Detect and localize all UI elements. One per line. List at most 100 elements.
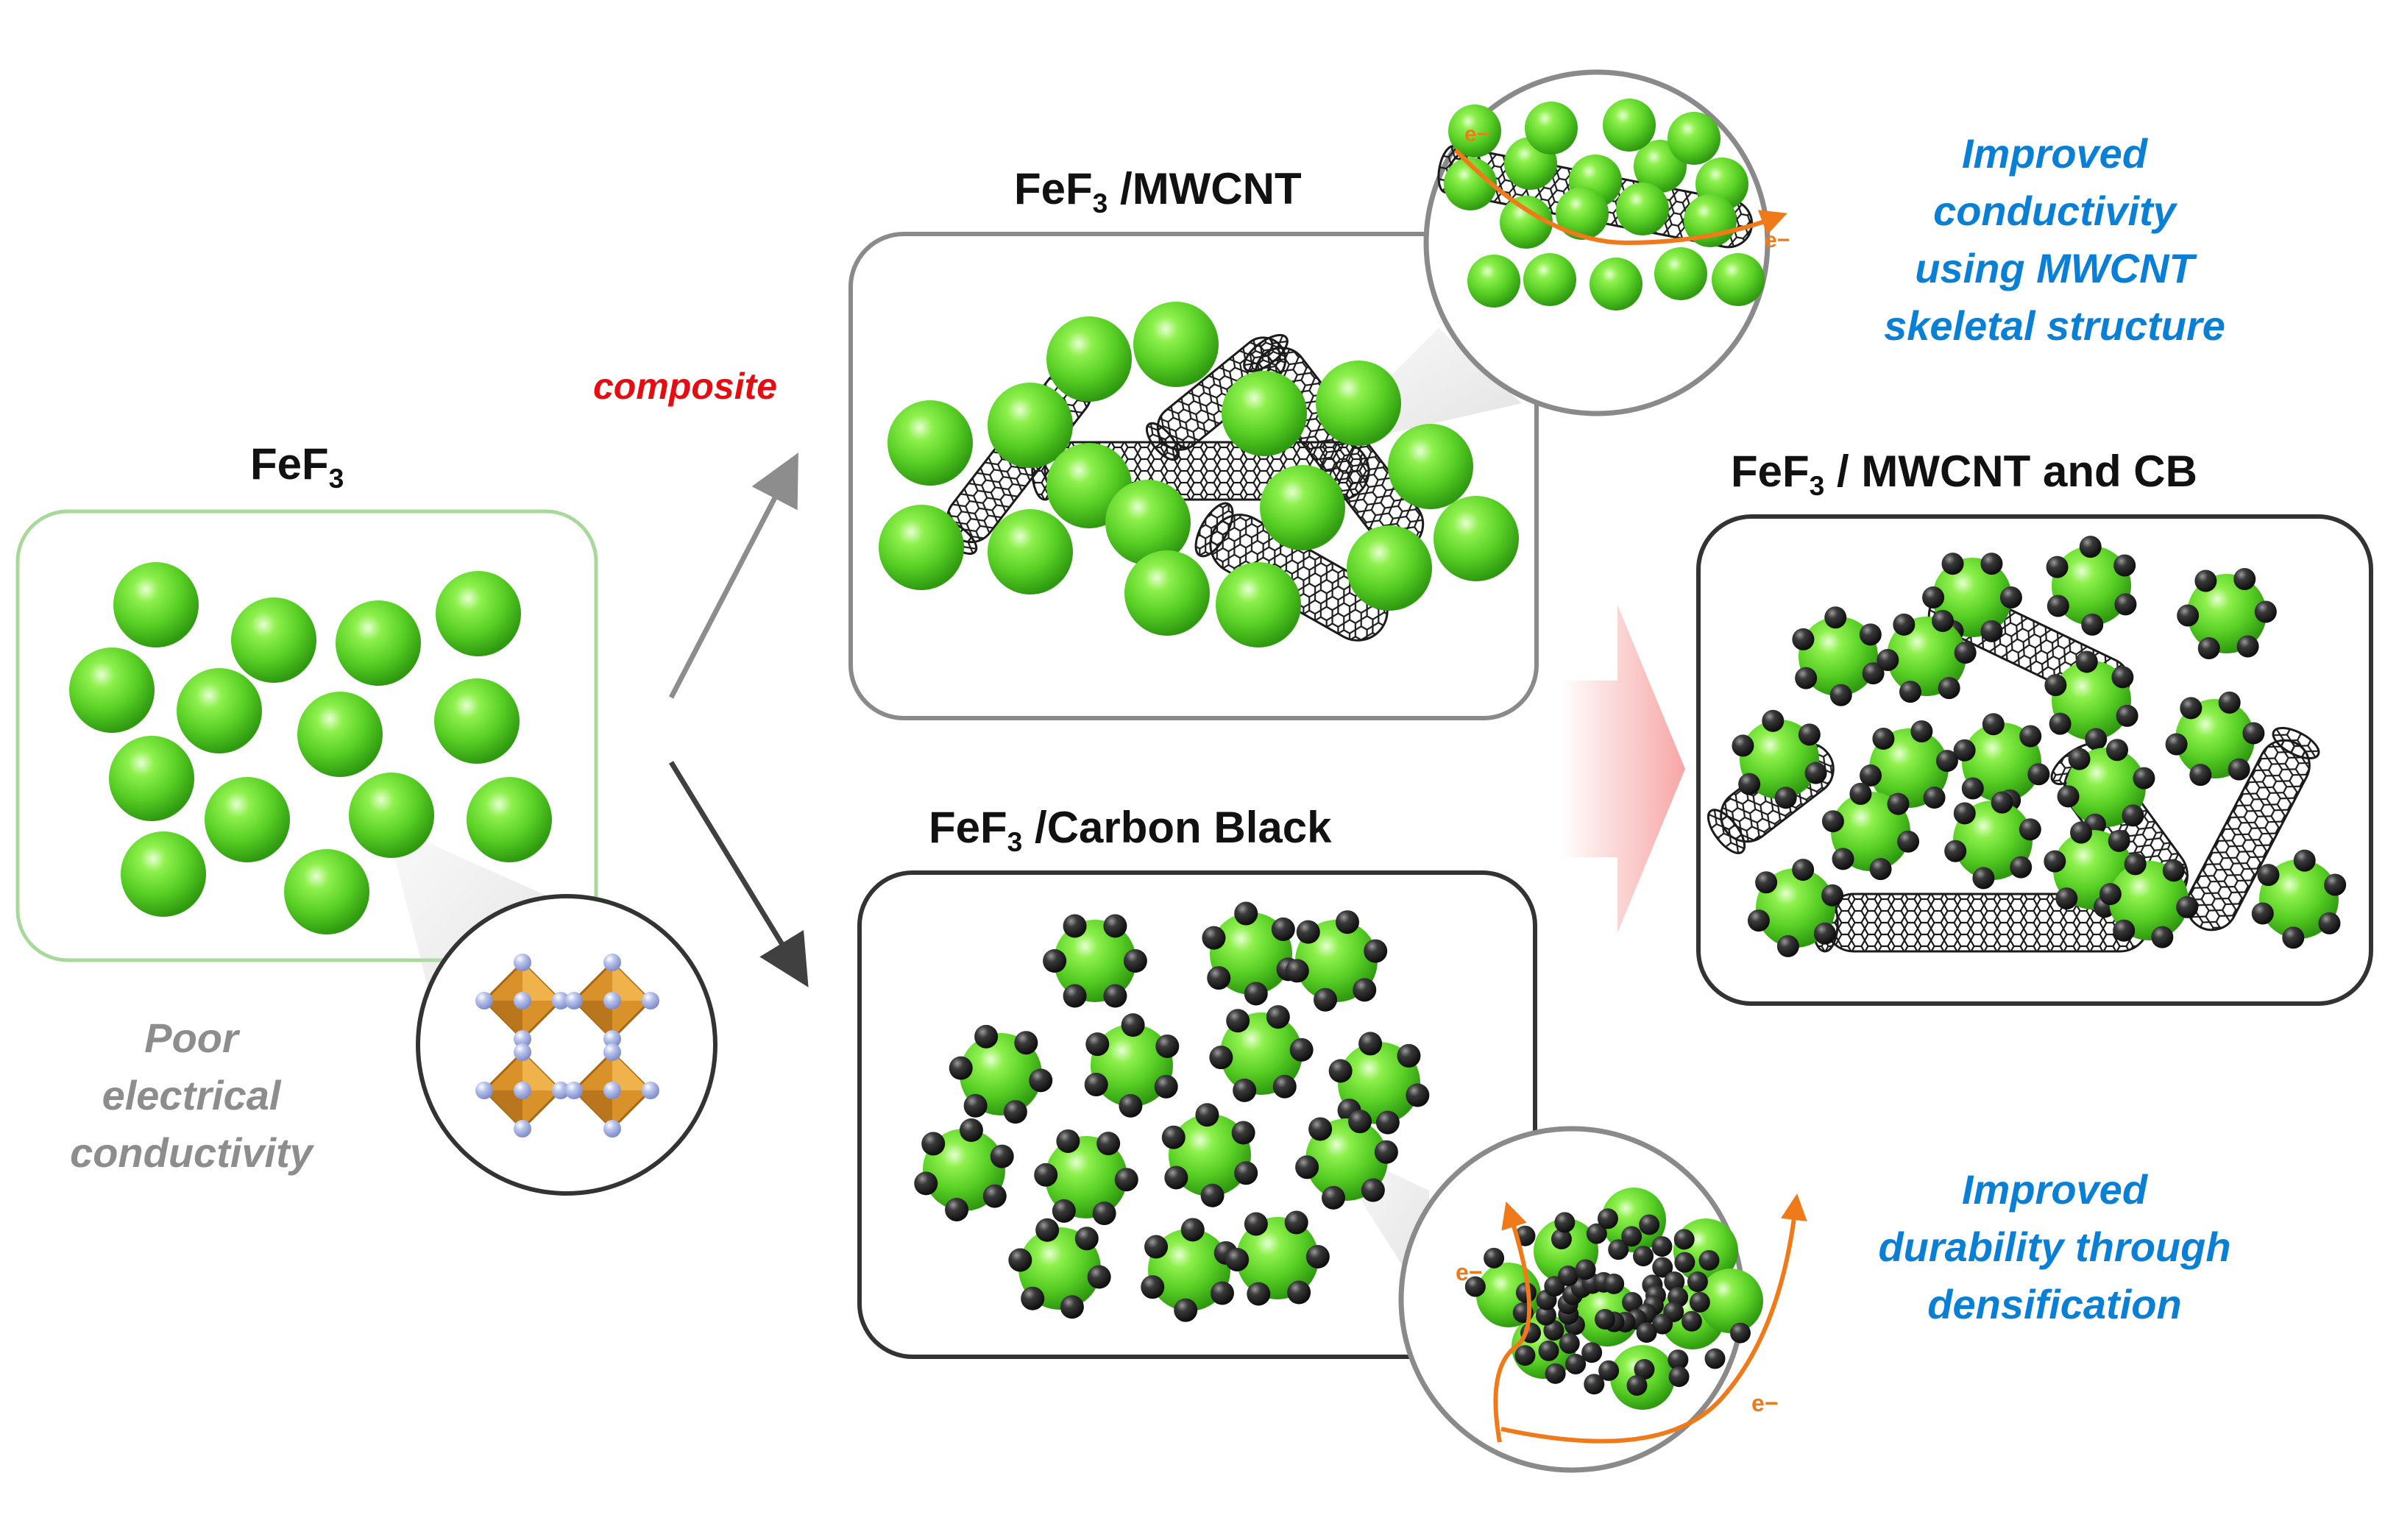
carbon-black-particle: [1271, 917, 1295, 941]
carbon-black-particle: [1043, 949, 1067, 973]
carbon-black-particle: [1689, 1291, 1710, 1313]
carbon-black-particle: [2114, 593, 2137, 616]
carbon-black-title: FeF3 /Carbon Black: [929, 803, 1332, 857]
cb-coated-particle: [2177, 567, 2277, 660]
fef3-title: FeF3: [250, 439, 344, 494]
carbon-black-particle: [1484, 1247, 1505, 1268]
carbon-black-particle: [2324, 873, 2347, 896]
carbon-black-particle: [1295, 1155, 1319, 1179]
combine-arrow: [1560, 605, 1685, 933]
fef3-particles: [69, 562, 552, 934]
carbon-black-particle: [1231, 1121, 1255, 1145]
fluorine-atom: [565, 1082, 583, 1099]
carbon-black-particle: [1195, 1103, 1219, 1127]
carbon-black-particle: [2242, 722, 2265, 745]
fef3-particle: [1525, 102, 1578, 155]
cb-inset-content: e−e−: [1456, 1188, 1807, 1444]
carbon-black-particle: [1849, 782, 1872, 805]
fef3-particle: [1105, 480, 1191, 565]
carbon-black-particle: [1374, 1140, 1398, 1164]
carbon-black-particle: [1862, 662, 1885, 685]
carbon-black-particle: [1272, 1074, 1297, 1099]
fef3-particle: [1216, 562, 1301, 647]
carbon-black-particle: [1119, 1093, 1143, 1118]
carbon-black-particle: [1795, 667, 1818, 689]
carbon-black-particle: [1144, 1235, 1169, 1259]
carbon-black-particle: [2176, 895, 2199, 918]
carbon-black-particle: [1581, 1342, 1603, 1363]
fef3-particle: [1590, 258, 1642, 311]
carbon-black-particle: [1034, 1163, 1058, 1187]
fluorine-atom: [514, 1120, 531, 1138]
carbon-black-particle: [2057, 785, 2080, 808]
carbon-black-particle: [1200, 1183, 1225, 1207]
fluorine-atom: [552, 992, 570, 1009]
carbon-black-particle: [1328, 1059, 1353, 1083]
cb-coated-particle: [1295, 1110, 1398, 1210]
carbon-black-particle: [1877, 648, 1899, 671]
carbon-black-particle: [2019, 818, 2041, 841]
carbon-black-particle: [2019, 725, 2042, 748]
carbon-black-particle: [1565, 1353, 1587, 1374]
carbon-black-particle: [1887, 792, 1910, 815]
carbon-black-particle: [1798, 723, 1821, 746]
carbon-black-particle: [1639, 1214, 1660, 1235]
fluorine-atom: [603, 1030, 621, 1048]
carbon-black-particle: [2081, 613, 2104, 636]
fluorine-atom: [514, 992, 531, 1009]
carbon-black-particle: [1244, 982, 1268, 1006]
carbon-black-particle: [2075, 650, 2098, 673]
fef3-particle: [436, 571, 521, 656]
carbon-black-particle: [990, 1144, 1014, 1168]
carbon-black-particle: [1595, 1308, 1616, 1330]
fef3-particle: [1698, 1268, 1763, 1333]
carbon-black-particle: [963, 1093, 988, 1118]
carbon-black-particle: [1305, 1245, 1330, 1269]
carbon-black-particle: [1121, 1013, 1145, 1037]
carbon-black-particle: [1244, 1212, 1268, 1236]
carbon-black-particle: [1348, 1110, 1372, 1134]
carbon-black-particle: [2099, 883, 2122, 906]
carbon-black-particle: [1358, 1032, 1383, 1056]
carbon-black-particle: [1586, 1223, 1607, 1244]
carbon-black-particle: [2293, 849, 2316, 872]
carbon-black-particle: [1180, 1218, 1205, 1242]
composite-arrow-down: [669, 761, 809, 987]
carbon-black-particle: [2044, 850, 2066, 873]
carbon-black-particle: [1084, 1073, 1108, 1097]
fef3-particle: [1654, 247, 1707, 300]
carbon-black-particle: [1776, 934, 1799, 957]
cb-coated-particle: [2165, 691, 2265, 787]
carbon-black-particle: [959, 1118, 983, 1143]
carbon-black-particle: [1364, 939, 1388, 963]
carbon-black-particle: [1063, 984, 1087, 1008]
fef3-particle: [1523, 253, 1576, 306]
fef3-particle: [887, 400, 973, 486]
cb-coated-particle: [2057, 739, 2155, 836]
carbon-black-particle: [1673, 1229, 1695, 1250]
fef3-particle: [1434, 496, 1519, 581]
carbon-black-particle: [2049, 712, 2072, 735]
carbon-black-particle: [2236, 635, 2259, 658]
cb-coated-particle: [1860, 720, 1958, 816]
carbon-black-particle: [974, 1024, 999, 1048]
carbon-black-particle: [2151, 926, 2174, 948]
fef3-particle: [1603, 99, 1656, 152]
fef3-particle: [434, 678, 520, 764]
carbon-black-particle: [2070, 821, 2093, 844]
carbon-black-particle: [1087, 1265, 1111, 1289]
fef3-particle: [467, 777, 552, 862]
carbon-black-particle: [1321, 1185, 1345, 1210]
mwcnt-title: FeF3 /MWCNT: [1014, 164, 1302, 219]
carbon-black-particle: [1234, 901, 1258, 926]
cb-coated-particle: [914, 1118, 1014, 1221]
cb-coated-particle: [1732, 709, 1827, 809]
cb-coated-particle: [1161, 1103, 1258, 1207]
carbon-black-content: [914, 901, 1430, 1322]
carbon-black-particle: [1234, 1161, 1258, 1185]
carbon-black-particle: [1584, 1374, 1605, 1395]
cb-coated-particle: [1877, 609, 1977, 703]
fluorine-atom: [642, 1082, 659, 1099]
carbon-black-particle: [2046, 595, 2069, 617]
carbon-black-particle: [1035, 1218, 1060, 1242]
